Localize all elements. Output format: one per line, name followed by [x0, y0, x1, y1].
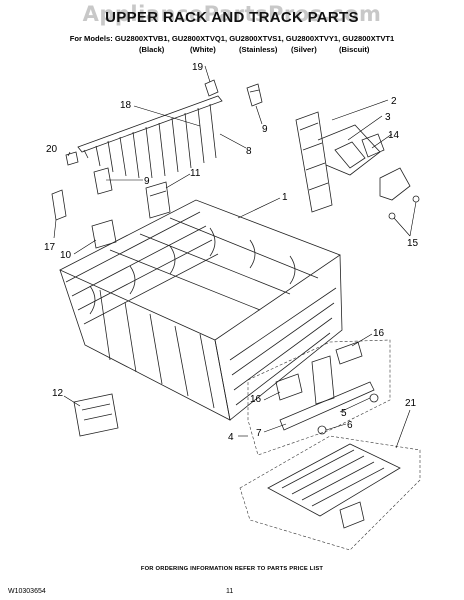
- callout-18: 18: [120, 100, 132, 111]
- watermark: AppliancePartsPros.com: [82, 2, 382, 26]
- part-9-clip-middle: [93, 167, 113, 195]
- callout-15: 15: [407, 238, 419, 249]
- callout-11: 11: [190, 168, 201, 179]
- part-14-bracket: [361, 133, 411, 201]
- part-15-screws: [388, 195, 420, 220]
- leader-lines: [53, 65, 417, 449]
- callout-14: 14: [388, 130, 400, 141]
- callout-4: 4: [228, 432, 234, 443]
- part-11-clip: [145, 181, 171, 219]
- callout-9-middle: 9: [144, 176, 150, 187]
- callout-21: 21: [405, 398, 417, 409]
- part-18-tine-row: [77, 95, 223, 179]
- part-20-clip: [65, 151, 79, 166]
- callout-5: 5: [341, 408, 347, 419]
- part-21-shelf: [267, 443, 401, 529]
- page-number: 11: [226, 588, 234, 595]
- part-4-group-outline: [247, 339, 391, 456]
- doc-number: W10303654: [8, 588, 46, 595]
- color-label-silver: (Silver): [291, 45, 317, 54]
- part-21-group-outline: [239, 435, 421, 551]
- color-label-stainless: (Stainless): [239, 45, 278, 54]
- color-label-biscuit: (Biscuit): [339, 45, 370, 54]
- part-12-clip: [73, 393, 119, 437]
- page-title: UPPER RACK AND TRACK PARTS: [105, 9, 359, 26]
- part-16-stop-upper: [335, 341, 363, 365]
- callout-16-lower: 16: [250, 394, 262, 405]
- part-10-clip: [91, 219, 117, 249]
- part-19-clip: [204, 79, 219, 97]
- ordering-footer: FOR ORDERING INFORMATION REFER TO PARTS …: [140, 566, 324, 572]
- part-2-track-assembly: [295, 111, 381, 213]
- part-17-clip: [51, 189, 67, 221]
- callout-9-upper: 9: [262, 124, 268, 135]
- callout-16-upper: 16: [373, 328, 385, 339]
- callout-2: 2: [391, 96, 397, 107]
- part-1-upper-rack: [59, 199, 343, 421]
- callout-8: 8: [246, 146, 252, 157]
- color-label-white: (White): [190, 45, 216, 54]
- callout-1: 1: [282, 192, 288, 203]
- part-9-clip-upper: [246, 83, 263, 107]
- callout-12: 12: [52, 388, 64, 399]
- callout-19: 19: [192, 62, 204, 73]
- models-line: For Models: GU2800XTVB1, GU2800XTVQ1, GU…: [69, 34, 395, 43]
- callout-3: 3: [385, 112, 391, 123]
- callout-17: 17: [44, 242, 56, 253]
- callout-6: 6: [347, 420, 353, 431]
- callout-10: 10: [60, 250, 72, 261]
- color-label-black: (Black): [139, 45, 165, 54]
- callout-20: 20: [46, 144, 58, 155]
- part-4-track: [279, 355, 379, 435]
- callout-7: 7: [256, 428, 262, 439]
- part-16-stop-lower: [275, 373, 303, 401]
